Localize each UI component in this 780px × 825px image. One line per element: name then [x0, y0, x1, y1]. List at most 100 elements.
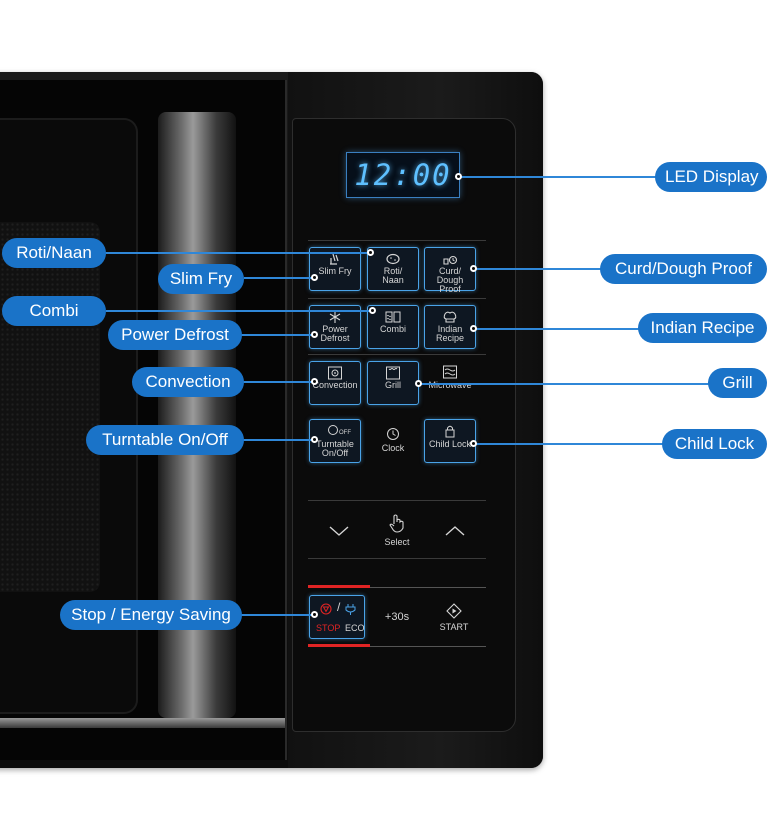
indian-recipe-button[interactable]: Indian Recipe: [424, 305, 476, 349]
combi-icon: [385, 311, 401, 323]
callout-slim-fry: Slim Fry: [158, 264, 244, 294]
door-trim: [0, 718, 285, 728]
eco-plug-icon: [345, 604, 356, 615]
leader-line: [106, 310, 374, 312]
select-label: Select: [384, 537, 410, 547]
leader-dot: [470, 265, 477, 272]
panel-divider: [308, 500, 486, 501]
child-lock-label: Child Lock: [428, 439, 472, 449]
stop-icon: [320, 603, 332, 615]
chevron-down-icon[interactable]: [328, 524, 350, 538]
callout-roti-naan: Roti/Naan: [2, 238, 106, 268]
lock-icon: [445, 425, 455, 438]
callout-stop-energy: Stop / Energy Saving: [60, 600, 242, 630]
stop-label: STOP: [316, 623, 341, 633]
panel-divider: [308, 298, 486, 299]
panel-divider: [308, 354, 486, 355]
leader-line: [475, 443, 665, 445]
callout-grill: Grill: [708, 368, 767, 398]
panel-divider: [308, 558, 486, 559]
power-defrost-label-line1: Power: [322, 324, 348, 334]
eco-label: ECO: [345, 623, 365, 633]
power-defrost-button[interactable]: Power Defrost: [309, 305, 361, 349]
grill-button[interactable]: Grill: [367, 361, 419, 405]
leader-line: [244, 277, 314, 279]
leader-dot: [311, 378, 318, 385]
leader-line: [104, 252, 372, 254]
turntable-off-badge: OFF: [339, 430, 351, 436]
microwave-button[interactable]: Microwave: [424, 361, 476, 405]
power-defrost-label-line2: Defrost: [320, 333, 350, 343]
child-lock-button[interactable]: Child Lock: [424, 419, 476, 463]
leader-dot: [311, 331, 318, 338]
led-time: 12:00: [354, 158, 452, 192]
chef-hat-icon: [443, 311, 457, 323]
turntable-icon: [328, 425, 338, 435]
leader-dot: [415, 380, 422, 387]
start-label[interactable]: START: [439, 622, 469, 632]
hand-pointer-icon[interactable]: [388, 513, 406, 533]
leader-line: [420, 383, 722, 385]
stop-indicator-line: [308, 644, 370, 647]
stop-indicator-line: [308, 585, 370, 588]
curd-label-line1: Curd/: [438, 266, 461, 276]
led-display: 12:00: [346, 152, 460, 198]
leader-line: [240, 614, 314, 616]
turntable-label-line1: Turntable: [316, 439, 354, 449]
indian-recipe-label-line2: Recipe: [435, 333, 464, 343]
slim-fry-icon: [330, 253, 339, 265]
chevron-up-icon[interactable]: [444, 524, 466, 538]
start-diamond-icon[interactable]: [446, 603, 462, 619]
slim-fry-button[interactable]: Slim Fry: [309, 247, 361, 291]
combi-label: Combi: [379, 324, 406, 334]
callout-combi: Combi: [2, 296, 106, 326]
leader-dot: [455, 173, 462, 180]
callout-convection: Convection: [132, 367, 244, 397]
grill-label: Grill: [385, 380, 401, 390]
roti-naan-button[interactable]: Roti/ Naan: [367, 247, 419, 291]
curd-dough-proof-button[interactable]: Curd/ Dough Proof: [424, 247, 476, 294]
microwave-waves-icon: [443, 365, 457, 379]
clock-icon: [387, 428, 399, 440]
curd-dough-icon: [443, 255, 458, 265]
indian-recipe-label-line1: Indian: [437, 324, 463, 334]
leader-dot: [311, 274, 318, 281]
panel-divider: [370, 646, 486, 647]
leader-dot: [367, 249, 374, 256]
slash-separator: /: [337, 600, 341, 614]
callout-power-defrost: Power Defrost: [108, 320, 242, 350]
snowflake-icon: [329, 311, 341, 323]
stop-eco-button[interactable]: / STOP ECO: [309, 595, 365, 639]
leader-dot: [311, 611, 318, 618]
curd-label-line2: Dough Proof: [436, 275, 464, 294]
convection-fan-icon: [328, 366, 342, 380]
callout-indian-recipe: Indian Recipe: [638, 313, 767, 343]
callout-child-lock: Child Lock: [662, 429, 767, 459]
callout-turntable: Turntable On/Off: [86, 425, 244, 455]
leader-line: [475, 328, 641, 330]
convection-label: Convection: [312, 380, 358, 390]
grill-icon: [386, 366, 400, 380]
leader-line: [240, 334, 314, 336]
leader-line: [242, 381, 314, 383]
callout-led-display: LED Display: [655, 162, 767, 192]
clock-label: Clock: [381, 443, 405, 453]
leader-line: [242, 439, 314, 441]
plus30-button[interactable]: +30s: [384, 611, 410, 623]
door-mesh: [0, 222, 100, 592]
leader-line: [475, 268, 603, 270]
turntable-label-line2: On/Off: [321, 448, 349, 458]
leader-line: [458, 176, 658, 178]
leader-dot: [470, 325, 477, 332]
combi-button[interactable]: Combi: [367, 305, 419, 349]
panel-divider: [308, 240, 486, 241]
roti-naan-icon: [386, 253, 400, 265]
callout-curd-dough-proof: Curd/Dough Proof: [600, 254, 767, 284]
slim-fry-label: Slim Fry: [318, 266, 352, 276]
leader-dot: [369, 307, 376, 314]
clock-button[interactable]: Clock: [367, 419, 419, 463]
panel-divider: [370, 587, 486, 588]
roti-naan-label-line2: Naan: [382, 275, 404, 285]
microwave-label: Microwave: [428, 380, 472, 390]
